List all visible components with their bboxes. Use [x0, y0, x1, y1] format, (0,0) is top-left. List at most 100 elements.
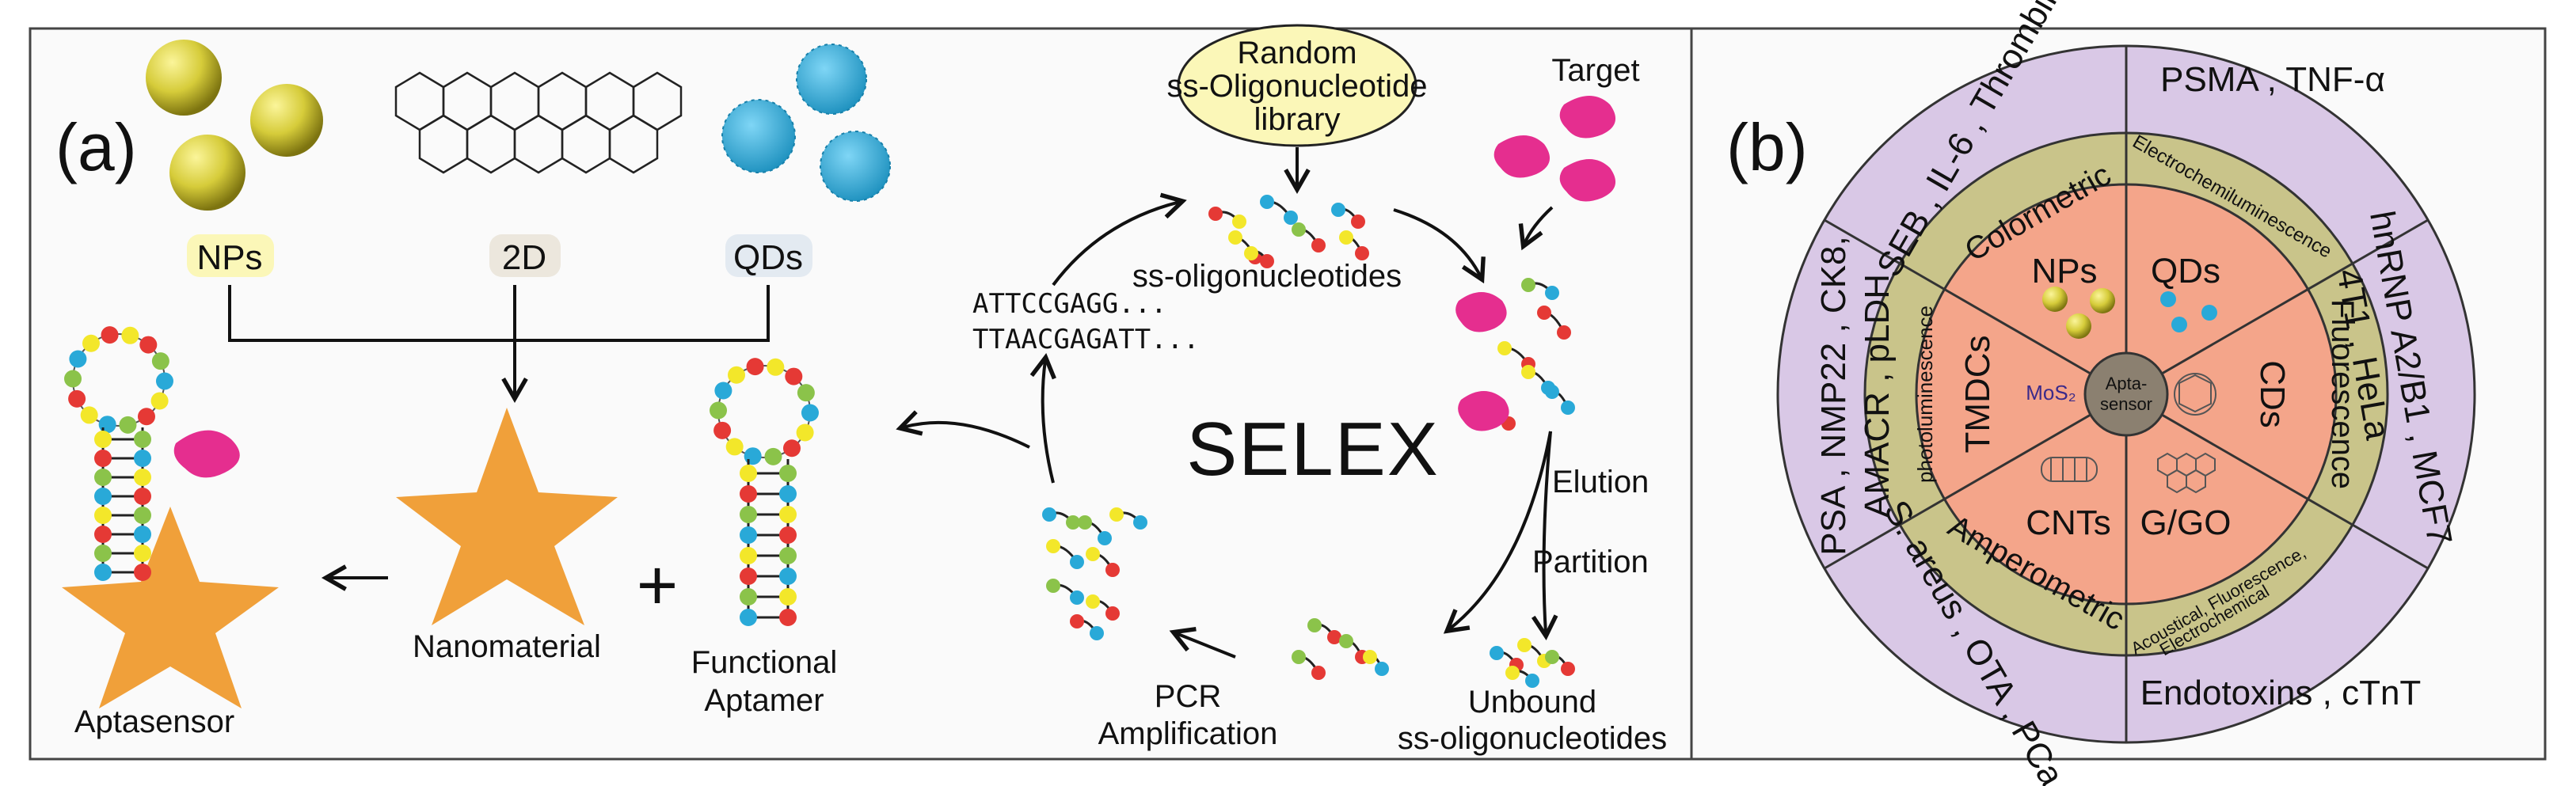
- nucleotide-bead: [119, 416, 137, 434]
- nps-label: NPs: [196, 238, 262, 277]
- outer-top-right: PSMA , TNF-α: [2160, 60, 2385, 99]
- library-line-3: library: [1254, 102, 1341, 137]
- nucleotide-bead: [1066, 515, 1080, 530]
- nucleotide-bead: [1244, 246, 1258, 260]
- nps-highlight: [187, 234, 274, 277]
- material-ggo: G/GO: [2140, 503, 2232, 542]
- nucleotide-bead: [1078, 515, 1092, 530]
- seq-line-2: TTAACGAGATT...: [972, 324, 1200, 355]
- aptasensor-wheel: [1776, 44, 2476, 744]
- nucleotide-bead: [740, 568, 757, 585]
- nucleotide-bead: [1292, 222, 1306, 237]
- elution-label: Elution: [1552, 465, 1649, 499]
- qds-label: QDs: [733, 238, 803, 277]
- arrow-to-binding: [1393, 208, 1486, 284]
- arrow-to-functional: [896, 410, 1030, 449]
- center-line-2: sensor: [2100, 394, 2152, 414]
- nucleotide-bead: [1105, 563, 1120, 577]
- nucleotide-bead: [1545, 385, 1559, 399]
- method-photoluminescence: photoluminescence: [1913, 306, 1937, 483]
- nucleotide-bead: [740, 506, 757, 523]
- partition-arrow-right: [1532, 431, 1558, 641]
- nucleotide-bead: [779, 506, 797, 523]
- nucleotide-bead: [1561, 662, 1575, 676]
- nucleotide-bead: [728, 366, 746, 384]
- selex-label: SELEX: [1186, 407, 1440, 492]
- aptasensor-star: [62, 507, 279, 708]
- library-bubble: [1177, 24, 1417, 147]
- nucleotide-bead: [1208, 207, 1223, 221]
- nucleotide-bead: [80, 406, 98, 424]
- oligo-cluster-unbound: [1490, 638, 1575, 688]
- nucleotide-bead: [68, 389, 86, 408]
- nucleotide-bead: [1561, 401, 1575, 415]
- outer-left-1: PSA , NMP22 , CK8,: [1814, 236, 1853, 556]
- nucleotide-bead: [1070, 590, 1084, 605]
- material-qds: QDs: [2151, 252, 2220, 290]
- library-line-2: ss-Oligonucleotide: [1166, 69, 1427, 104]
- nucleotide-bead: [150, 392, 169, 410]
- aptasensor-label: Aptasensor: [74, 704, 234, 739]
- nucleotide-bead: [1090, 626, 1104, 640]
- nucleotide-bead: [94, 545, 112, 562]
- nucleotide-bead: [710, 401, 728, 420]
- nucleotide-bead: [134, 431, 151, 448]
- target-molecules: [1493, 96, 1616, 202]
- two-d-label: 2D: [502, 238, 546, 277]
- material-nps: NPs: [2031, 252, 2097, 290]
- material-mos2: MoS₂: [2026, 381, 2076, 404]
- nanomaterial-label: Nanomaterial: [413, 629, 601, 664]
- seq-line-1: ATTCCGAGG...: [972, 288, 1167, 320]
- nucleotide-bead: [1375, 662, 1389, 676]
- nucleotide-bead: [1537, 306, 1551, 320]
- nucleotide-bead: [779, 526, 797, 544]
- nucleotide-bead: [139, 336, 158, 354]
- nucleotide-bead: [94, 431, 112, 448]
- nucleotide-bead: [134, 450, 151, 467]
- nucleotide-bead: [1355, 246, 1369, 260]
- nucleotide-bead: [1521, 365, 1535, 379]
- nucleotide-bead: [1339, 230, 1353, 245]
- nucleotide-bead: [1311, 666, 1326, 680]
- qds-highlight: [725, 234, 812, 277]
- nucleotide-bead: [1517, 638, 1532, 652]
- nucleotide-bead: [1070, 555, 1084, 569]
- oligo-cluster-discard: [1292, 618, 1389, 680]
- material-cnts: CNTs: [2026, 503, 2111, 542]
- nucleotide-bead: [101, 326, 119, 344]
- nucleotide-bead: [713, 421, 732, 439]
- nucleotide-bead: [779, 609, 797, 626]
- nucleotide-bead: [94, 526, 112, 543]
- arrow-to-library: [1052, 192, 1187, 287]
- nucleotide-bead: [134, 488, 151, 505]
- nucleotide-bead: [779, 547, 797, 564]
- nucleotide-bead: [64, 370, 82, 388]
- nucleotide-bead: [134, 507, 151, 524]
- aptamer-label: Aptamer: [704, 683, 824, 718]
- partition-label: Partition: [1532, 545, 1649, 579]
- nucleotide-bead: [1109, 507, 1124, 522]
- nucleotide-bead: [740, 609, 757, 626]
- nucleotide-bead: [782, 439, 801, 458]
- nucleotide-bead: [1307, 618, 1322, 632]
- oligo-cluster-amplified: [1042, 507, 1147, 640]
- panel-a-label: (a): [55, 110, 137, 184]
- nucleotide-bead: [801, 404, 819, 422]
- nucleotide-bead: [744, 447, 762, 465]
- nucleotide-bead: [94, 507, 112, 524]
- merge-connector: [228, 285, 770, 396]
- nucleotide-bead: [134, 469, 151, 486]
- oligo-cluster-bound: [1482, 278, 1575, 431]
- nucleotide-bead: [1490, 646, 1504, 660]
- nucleotide-bead: [1292, 650, 1306, 664]
- nucleotide-bead: [155, 372, 173, 390]
- nps-wheel-icon: [2042, 287, 2115, 339]
- ss-oligos-label: ss-oligonucleotides: [1132, 259, 1402, 294]
- material-tmdcs: TMDCs: [1958, 335, 1997, 453]
- library-line-1: Random: [1237, 36, 1356, 70]
- two-d-material-icon: [394, 71, 683, 174]
- panel-b-label: (b): [1726, 110, 1808, 184]
- nucleotide-bead: [779, 465, 797, 482]
- nucleotide-bead: [796, 423, 814, 442]
